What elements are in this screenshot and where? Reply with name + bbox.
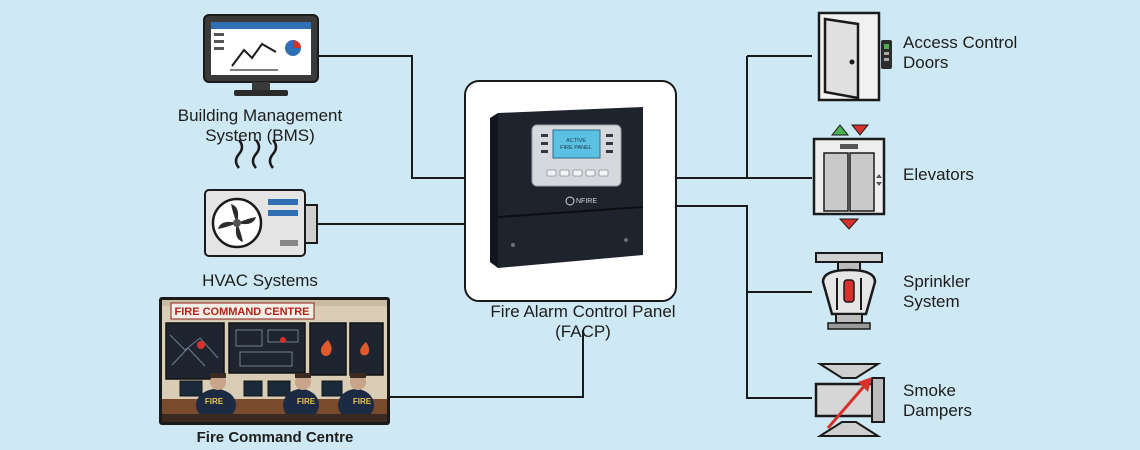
connector-lines bbox=[318, 55, 812, 399]
bms-label: Building Management System (BMS) bbox=[160, 106, 360, 146]
panel-brand: NFIRE bbox=[576, 198, 597, 205]
hvac-label: HVAC Systems bbox=[160, 271, 360, 291]
fcc-label-line1: Fire Command Centre bbox=[196, 429, 354, 446]
bms-label-line2: System (BMS) bbox=[205, 126, 315, 145]
hvac-label-line1: HVAC Systems bbox=[202, 271, 318, 290]
facp-label-line1: Fire Alarm Control Panel bbox=[490, 302, 676, 321]
elevator-icon bbox=[812, 124, 886, 230]
sprinkler-icon bbox=[815, 252, 883, 330]
access-label-line2: Doors bbox=[903, 53, 949, 72]
facp-label: Fire Alarm Control Panel (FACP) bbox=[465, 302, 701, 342]
facp-label-line2: (FACP) bbox=[555, 322, 611, 341]
elevators-label-line1: Elevators bbox=[903, 165, 974, 184]
damper-icon bbox=[814, 363, 885, 437]
dampers-label-line1: Smoke bbox=[903, 381, 956, 400]
uniform-text-3: FIRE bbox=[353, 397, 372, 406]
uniform-text-2: FIRE bbox=[297, 397, 316, 406]
sprinkler-label-line1: Sprinkler bbox=[903, 272, 971, 291]
sprinkler-label-line2: System bbox=[903, 292, 960, 311]
facp-panel: ACTIVE FIRE PANEL NFIRE bbox=[464, 80, 677, 302]
command-centre-sign: FIRE COMMAND CENTRE bbox=[174, 306, 309, 318]
hvac-unit-icon bbox=[204, 139, 318, 257]
sprinkler-label: Sprinkler System bbox=[903, 272, 1103, 312]
dampers-label-line2: Dampers bbox=[903, 401, 972, 420]
connector-right-lower bbox=[676, 205, 812, 399]
door-icon bbox=[817, 11, 892, 102]
connector-right-upper bbox=[746, 56, 812, 179]
access-label-line1: Access Control bbox=[903, 33, 1018, 52]
connector-fcc bbox=[390, 330, 584, 398]
computer-monitor-icon bbox=[203, 14, 319, 96]
panel-screen-line1: ACTIVE bbox=[566, 138, 586, 144]
command-centre-photo: FIRE COMMAND CENTRE bbox=[159, 297, 390, 425]
panel-screen-line2: FIRE PANEL bbox=[560, 145, 592, 151]
dampers-label: Smoke Dampers bbox=[903, 381, 1103, 421]
access-label: Access Control Doors bbox=[903, 33, 1103, 73]
uniform-text-1: FIRE bbox=[205, 397, 224, 406]
connector-bms bbox=[318, 55, 465, 179]
elevators-label: Elevators bbox=[903, 165, 1103, 185]
fcc-label: Fire Command Centre bbox=[160, 428, 390, 448]
bms-label-line1: Building Management bbox=[177, 106, 343, 125]
